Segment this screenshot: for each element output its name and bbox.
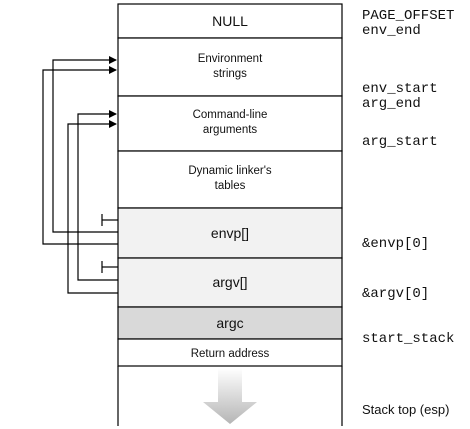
- arg-end-label: arg_end: [362, 96, 421, 112]
- env-strings-label-line1: Environment: [198, 53, 263, 65]
- stack-growth-arrow: [203, 368, 257, 424]
- envp0-label: &envp[0]: [362, 236, 429, 252]
- stack-top-label: Stack top (esp): [362, 402, 449, 417]
- cell-dynamic-linker-tables: [117, 150, 343, 209]
- dyn-linker-label-line1: Dynamic linker's: [188, 165, 272, 177]
- dyn-linker-label-line2: tables: [215, 180, 246, 192]
- cell-open-bottom: [117, 366, 343, 426]
- page-offset-label: PAGE_OFFSET: [362, 8, 454, 24]
- argv-label: argv[]: [212, 274, 247, 290]
- argc-label: argc: [216, 315, 243, 331]
- argv-pointer-arrow-3: [67, 120, 118, 294]
- return-address-label: Return address: [191, 348, 270, 360]
- cell-null: [117, 3, 343, 39]
- argv0-label: &argv[0]: [362, 286, 429, 302]
- envp-pointer-arrow-3: [42, 66, 118, 245]
- stack-cells: [117, 3, 343, 426]
- env-end-label: env_end: [362, 23, 421, 39]
- cell-labels: NULL Environment strings Command-line ar…: [188, 13, 272, 360]
- envp-pointer-arrow-2: [52, 56, 118, 233]
- env-strings-label-line2: strings: [213, 68, 247, 80]
- cmd-args-label-line2: arguments: [203, 124, 258, 136]
- cmd-args-label-line1: Command-line: [193, 109, 268, 121]
- cell-argv: [117, 257, 343, 308]
- arg-start-label: arg_start: [362, 134, 438, 150]
- cell-return-address: [117, 338, 343, 367]
- address-labels: PAGE_OFFSET env_end env_start arg_end ar…: [362, 8, 454, 417]
- argv-pointer-arrow-2: [77, 110, 118, 281]
- env-start-label: env_start: [362, 81, 438, 97]
- start-stack-label: start_stack: [362, 331, 454, 347]
- cell-environment-strings: [117, 37, 343, 97]
- cell-command-line-arguments: [117, 95, 343, 152]
- pointer-arrows: [42, 56, 118, 294]
- null-label: NULL: [212, 13, 248, 29]
- envp-label: envp[]: [211, 225, 249, 241]
